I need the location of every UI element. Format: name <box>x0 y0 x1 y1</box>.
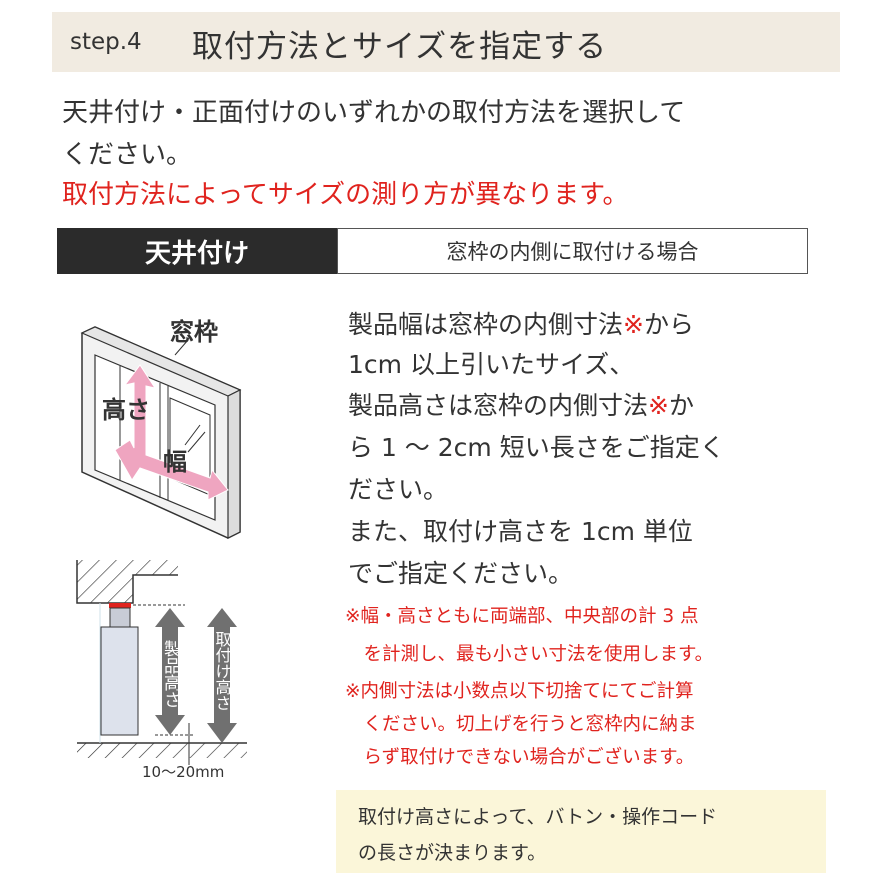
frame-label: 窓枠 <box>170 318 218 346</box>
note-line: らず取付けできない場合がございます。 <box>345 747 695 768</box>
note-line: ※内側寸法は小数点以下切捨てにてご計算 <box>345 681 694 702</box>
note-line: ※幅・高さともに両端部、中央部の計 3 点 <box>345 606 699 627</box>
mount-type-description: 窓枠の内側に取付ける場合 <box>337 228 808 274</box>
width-label: 幅 <box>163 448 187 476</box>
info-box: 取付け高さによって、バトン・操作コード の長さが決まります。 <box>336 790 826 873</box>
instruction-line: 製品高さは窓枠の内側寸法※か <box>348 391 694 420</box>
mount-height-label: 取付け高さ <box>213 631 232 711</box>
step-number: step.4 <box>70 29 142 55</box>
page-title: 取付方法とサイズを指定する <box>192 29 608 65</box>
instruction-line: ださい。 <box>348 475 449 504</box>
side-section-diagram: 製品高さ 取付け高さ 10〜20mm <box>76 560 247 781</box>
intro-warning: 取付方法によってサイズの測り方が異なります。 <box>62 180 629 210</box>
instruction-line: 1cm 以上引いたサイズ、 <box>348 350 635 379</box>
mount-type-label: 天井付け <box>57 228 337 274</box>
instruction-line: 製品幅は窓枠の内側寸法※から <box>348 310 694 339</box>
instruction-line: ら 1 〜 2cm 短い長さをご指定く <box>348 433 725 462</box>
product-height-label: 製品高さ <box>160 640 181 708</box>
window-diagram: 窓枠 高さ 幅 <box>80 318 242 539</box>
info-line: 取付け高さによって、バトン・操作コード <box>358 806 718 828</box>
intro-line-2: ください。 <box>62 140 193 170</box>
gap-label: 10〜20mm <box>142 763 224 781</box>
note-line: ください。切上げを行うと窓枠内に納ま <box>345 714 697 735</box>
instruction-line: また、取付け高さを 1cm 単位 <box>348 517 693 546</box>
instruction-line: でご指定ください。 <box>348 559 574 588</box>
height-label: 高さ <box>102 396 150 424</box>
intro-line-1: 天井付け・正面付けのいずれかの取付方法を選択して <box>62 98 686 128</box>
step-header: step.4 取付方法とサイズを指定する <box>52 12 840 72</box>
info-line: の長さが決まります。 <box>358 842 547 864</box>
note-line: を計測し、最も小さい寸法を使用します。 <box>345 644 714 665</box>
